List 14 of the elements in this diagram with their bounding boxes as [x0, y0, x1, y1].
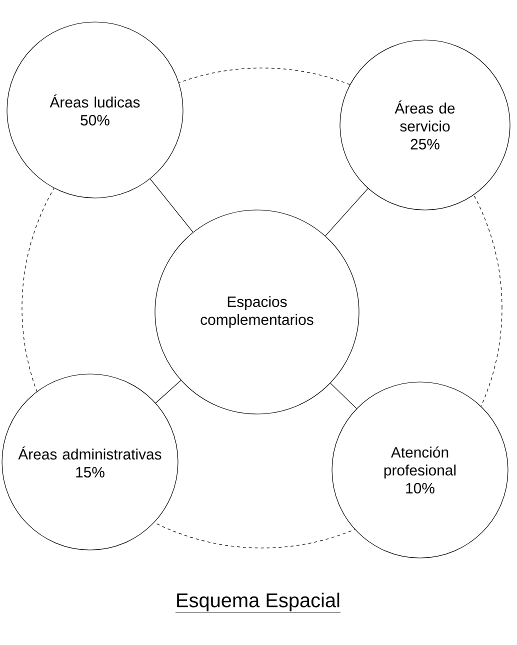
circle-node: Espacios complementarios	[154, 210, 360, 414]
connector-line	[330, 382, 357, 409]
circle-node: Áreas de servicio 25%	[340, 40, 510, 210]
node-label: Áreas de servicio	[394, 100, 455, 132]
node-label: 10%	[406, 482, 434, 494]
circle-node: Áreas ludicas 50%	[6, 22, 184, 198]
title: Esquema Espacial	[175, 592, 341, 613]
connector-line	[155, 380, 182, 404]
circle-node: Áreas administrativas 15%	[2, 374, 178, 550]
circle-node: Atención profesional 10%	[332, 382, 508, 558]
connector-line	[150, 178, 194, 232]
node-label: 25%	[410, 138, 440, 150]
connector-line	[325, 188, 368, 236]
node-label: Atención profesional	[384, 446, 456, 479]
